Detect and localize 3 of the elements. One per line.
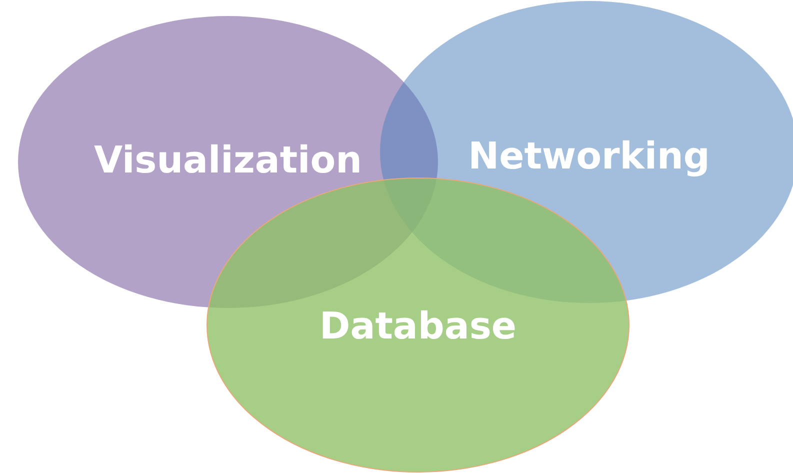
set-label: Database [320,304,516,348]
set-label: Visualization [94,138,362,182]
set-label: Networking [468,134,710,178]
